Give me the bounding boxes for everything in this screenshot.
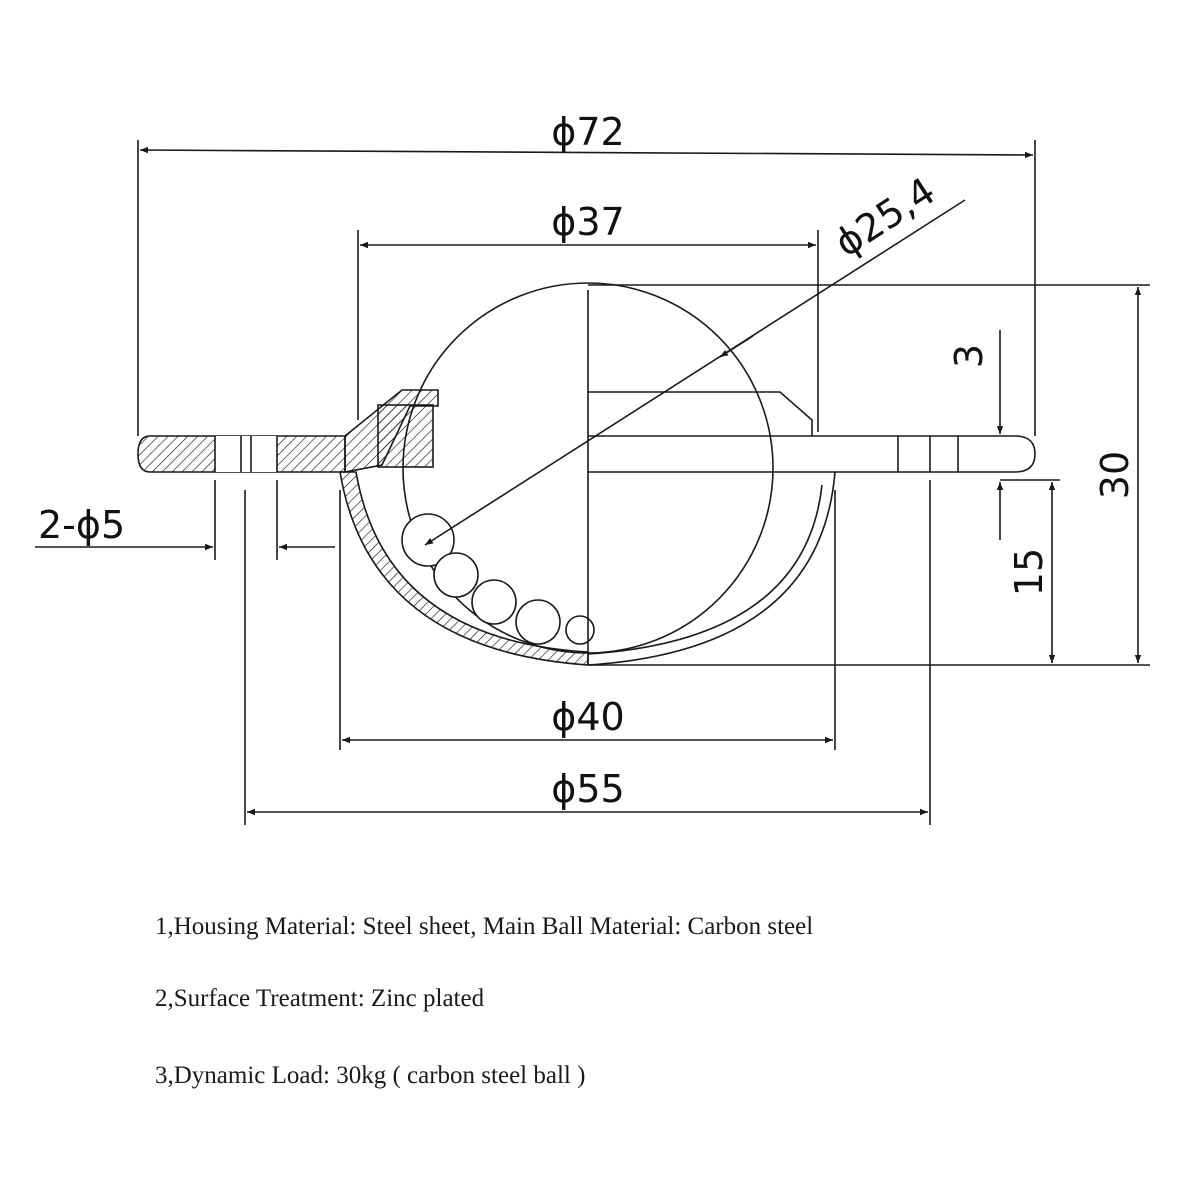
support-balls (401, 513, 595, 645)
note-housing-material: 1,Housing Material: Steel sheet, Main Ba… (155, 913, 814, 940)
dim-label-15: 15 (1007, 548, 1051, 596)
dim-label-2-5: 2-ϕ5 (38, 503, 125, 547)
technical-drawing: ϕ72 ϕ37 ϕ25,4 2-ϕ5 3 15 30 ϕ40 ϕ55 (35, 110, 1150, 825)
dim-line-72 (139, 146, 1034, 159)
dim-line-25-4 (424, 199, 966, 546)
dim-label-55: ϕ55 (551, 767, 624, 811)
dim-label-3: 3 (947, 344, 991, 368)
right-flange (588, 435, 1036, 473)
dim-label-30: 30 (1093, 451, 1137, 499)
note-dynamic-load: 3,Dynamic Load: 30kg ( carbon steel ball… (155, 1062, 586, 1089)
dim-label-40: ϕ40 (551, 695, 624, 739)
ball-transfer-unit-section (35, 140, 1150, 825)
dim-label-72: ϕ72 (551, 110, 624, 154)
dim-label-37: ϕ37 (551, 200, 624, 244)
note-surface-treatment: 2,Surface Treatment: Zinc plated (155, 985, 485, 1012)
